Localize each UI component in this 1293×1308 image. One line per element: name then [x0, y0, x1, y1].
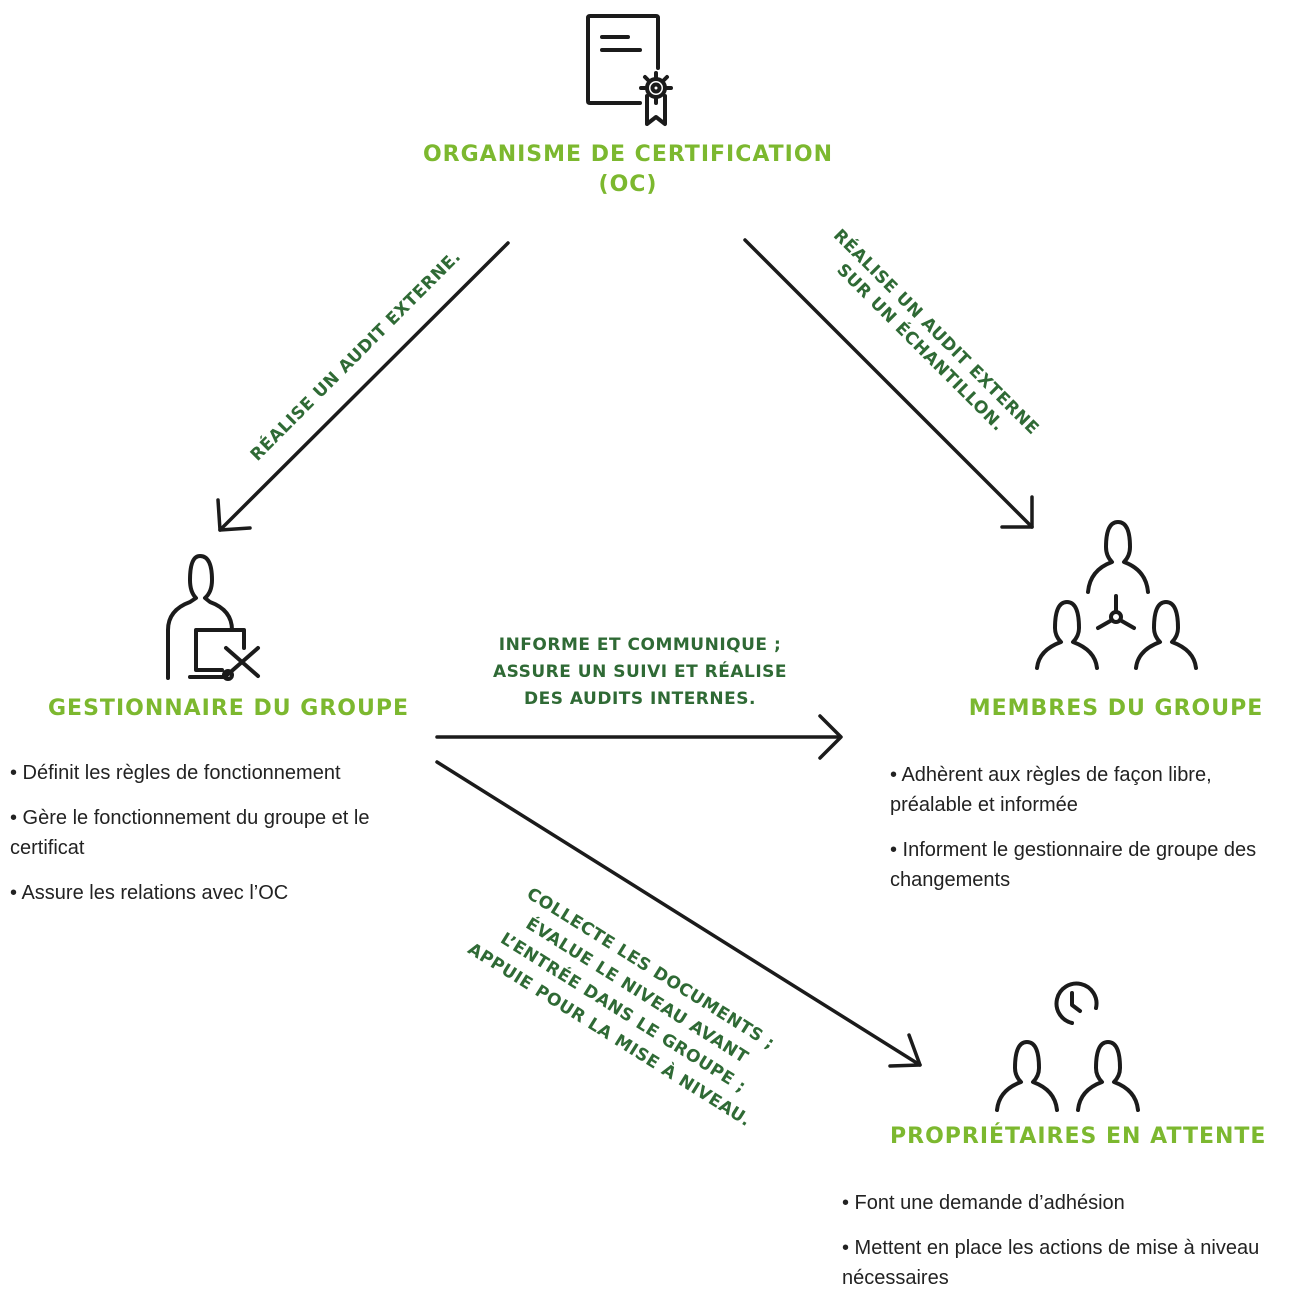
oc-title: ORGANISME DE CERTIFICATION (OC): [408, 140, 848, 200]
relation-arrows: [216, 238, 1034, 1068]
arrowhead-manager-to-pending: [888, 1033, 922, 1068]
members-bullet-2: • Informent le gestionnaire de groupe de…: [890, 839, 1257, 891]
pending-owners-clock-icon: [995, 981, 1140, 1112]
arrowhead-oc-to-manager: [216, 498, 252, 532]
label-manager-to-members-line1: INFORME ET COMMUNIQUE ;: [498, 635, 782, 655]
arrowhead-oc-to-members: [1000, 495, 1034, 529]
certificate-icon: [586, 14, 673, 126]
pending-bullet-2: • Mettent en place les actions de mise à…: [842, 1237, 1260, 1289]
manager-tools-icon: [166, 554, 260, 681]
label-manager-to-members: INFORME ET COMMUNIQUE ; ASSURE UN SUIVI …: [470, 632, 810, 713]
label-manager-to-members-line3: DES AUDITS INTERNES.: [524, 689, 756, 709]
members-bullet-1: • Adhèrent aux règles de façon libre, pr…: [890, 764, 1212, 816]
arrow-manager-to-pending: [435, 760, 922, 1067]
pending-title: PROPRIÉTAIRES EN ATTENTE: [890, 1124, 1267, 1149]
manager-title: GESTIONNAIRE DU GROUPE: [48, 696, 409, 721]
oc-title-line2: (OC): [598, 172, 658, 197]
arrow-oc-to-manager: [218, 241, 510, 532]
pending-bullet-1: • Font une demande d’adhésion: [842, 1192, 1125, 1214]
label-manager-to-members-line2: ASSURE UN SUIVI ET RÉALISE: [492, 662, 788, 682]
members-bullets: • Adhèrent aux règles de façon libre, pr…: [890, 760, 1285, 910]
manager-bullets: • Définit les règles de fonctionnement •…: [10, 758, 410, 923]
manager-bullet-2: • Gère le fonctionnement du groupe et le…: [10, 807, 370, 859]
arrowhead-manager-to-members: [818, 714, 843, 760]
manager-bullet-1: • Définit les règles de fonctionnement: [10, 762, 341, 784]
arrow-oc-to-members: [743, 238, 1034, 529]
members-title: MEMBRES DU GROUPE: [968, 696, 1264, 721]
group-network-icon: [1035, 520, 1198, 670]
oc-title-line1: ORGANISME DE CERTIFICATION: [422, 142, 833, 167]
pending-bullets: • Font une demande d’adhésion • Mettent …: [842, 1188, 1282, 1308]
manager-bullet-3: • Assure les relations avec l’OC: [10, 882, 289, 904]
